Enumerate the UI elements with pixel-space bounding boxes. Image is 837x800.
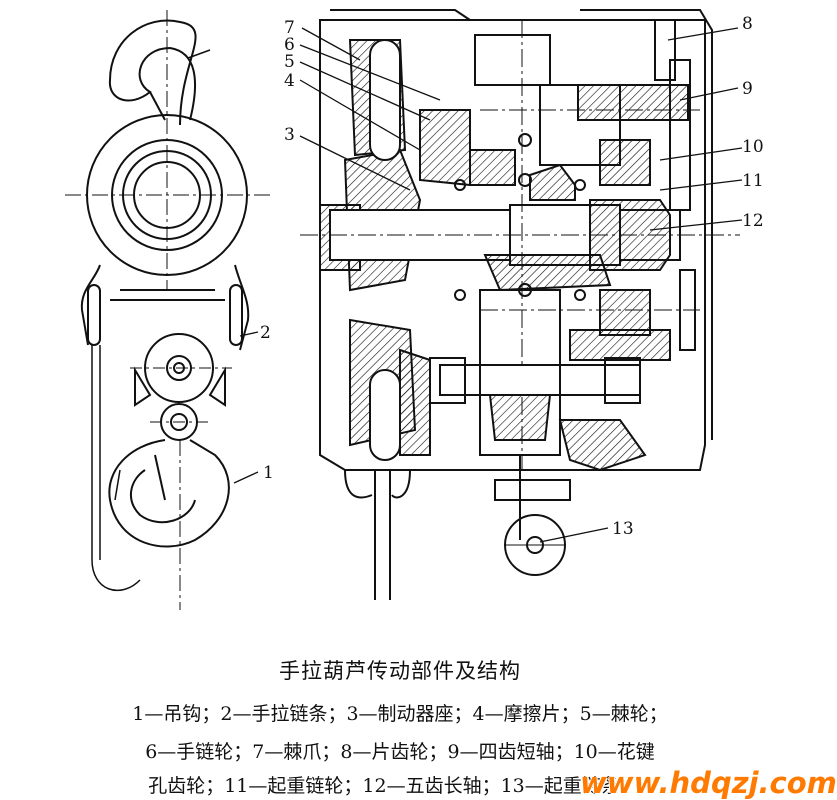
hoist-side-view — [65, 10, 270, 610]
callout-8: 8 — [742, 14, 753, 34]
callout-4: 4 — [284, 71, 295, 91]
callout-1: 1 — [263, 463, 274, 483]
hoist-section-view — [300, 9, 740, 600]
callout-5: 5 — [284, 52, 295, 72]
bottom-hook-shape — [108, 439, 230, 548]
watermark: www.hdqzj.com — [580, 766, 837, 800]
hand-chain — [91, 345, 141, 591]
callout-6: 6 — [284, 35, 295, 55]
top-hook-shape — [108, 19, 197, 126]
legend-line-3: 孔齿轮；11—起重链轮；12—五齿长轴；13—起重链条 — [148, 775, 620, 797]
figure-title: 手拉葫芦传动部件及结构 — [279, 659, 521, 683]
callout-9: 9 — [742, 79, 753, 99]
leader-lines — [233, 27, 743, 543]
legend-line-1: 1—吊钩；2—手拉链条；3—制动器座；4—摩擦片；5—棘轮； — [132, 703, 668, 725]
callout-11: 11 — [742, 171, 764, 191]
callout-7: 7 — [284, 18, 295, 38]
callout-3: 3 — [284, 125, 295, 145]
hoist-drawing: 1 2 3 4 5 6 7 8 9 10 11 12 13 — [65, 9, 764, 610]
callout-labels: 1 2 3 4 5 6 7 8 9 10 11 12 13 — [260, 14, 764, 539]
callout-2: 2 — [260, 323, 271, 343]
callout-10: 10 — [742, 137, 764, 157]
callout-12: 12 — [742, 211, 764, 231]
legend-line-2: 6—手链轮；7—棘爪；8—片齿轮；9—四齿短轴；10—花键 — [145, 741, 655, 763]
callout-13: 13 — [612, 519, 634, 539]
